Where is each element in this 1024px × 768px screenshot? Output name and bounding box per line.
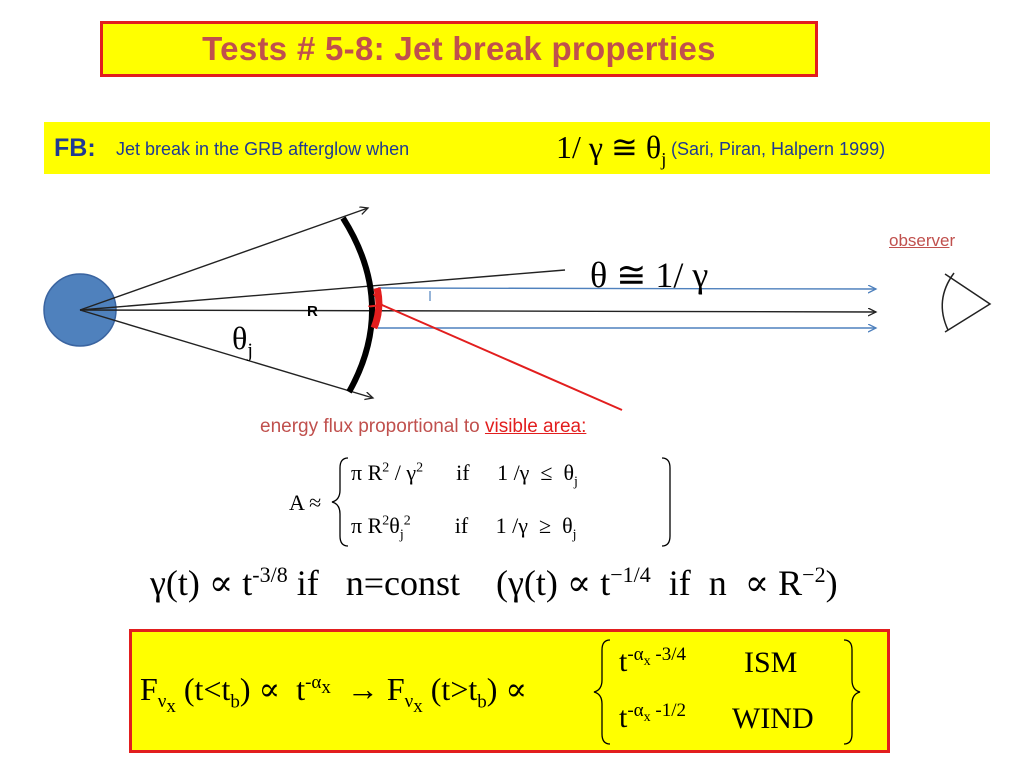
flux-scaling-box: Fνx (t<tb) ∝ t-αx → Fνx (t>tb) ∝ t-αx -3… (129, 629, 890, 753)
flux-caption-link: visible area: (484, 416, 587, 437)
case1-c: if 1 /γ ≤ θ (423, 460, 575, 485)
case1-a: π R (351, 460, 383, 485)
theta-j-label: θj (232, 320, 253, 362)
flux-lhs-a: (t<t (175, 671, 231, 707)
observer-eye-lid (941, 272, 955, 331)
wind-sup-tail: -1/2 (650, 700, 686, 721)
theta-ray-line (79, 269, 566, 311)
flux-lhs-sup: -α (305, 672, 322, 694)
flux-arrow-nu: ν (404, 691, 414, 713)
observer-eye-icon (944, 273, 992, 333)
flux-rhs-c: ) ∝ (486, 671, 528, 707)
observer-label-tail: r (949, 231, 956, 250)
flux-brace-right (843, 639, 861, 745)
case2-c: if 1 /γ ≥ θ (410, 513, 573, 538)
flux-lhs: Fνx (t<tb) ∝ t-αx → Fνx (t>tb) ∝ (140, 670, 527, 718)
flux-caption: energy flux proportional to visible area… (260, 416, 586, 438)
case1-sub: j (574, 474, 578, 490)
case1-sup1: 2 (382, 460, 390, 476)
ism-sup: -α (627, 644, 644, 665)
fb-text: Jet break in the GRB afterglow when (116, 139, 410, 159)
flux-x: x (166, 696, 176, 718)
fb-label: FB: (54, 134, 96, 162)
ism-label: ISM (744, 646, 798, 679)
flux-f: F (140, 671, 158, 707)
wind-label: WIND (732, 702, 814, 735)
flux-pointer-arrow (382, 305, 623, 411)
observer-label: observer (889, 231, 955, 251)
flux-nu: ν (157, 691, 167, 713)
wind-t: t (619, 701, 628, 734)
ism-sup-x: x (643, 653, 651, 669)
case2-sub1: j (399, 527, 404, 543)
fb-reference: (Sari, Piran, Halpern 1999) (671, 139, 886, 159)
theta-equation: θ ≅ 1/ γ (590, 255, 709, 295)
theta-j-sub: j (247, 339, 253, 362)
flux-lhs-c: ) ∝ t (239, 671, 306, 707)
case2-a: π R (351, 513, 383, 538)
radius-label: R (307, 303, 318, 320)
theta-j-symbol: θ (232, 320, 248, 356)
flux-lhs-sup-x: x (321, 677, 331, 699)
case2-sup2: 2 (403, 513, 411, 529)
gamma-a: γ(t) ∝ t (150, 563, 253, 603)
wind-sup: -α (627, 700, 644, 721)
area-case-2: π R2θj2 if 1 /γ ≥ θj (351, 513, 577, 543)
ism-sup-tail: -3/4 (650, 644, 686, 665)
gamma-d: ) (825, 563, 838, 603)
case2-b: θ (389, 513, 400, 538)
flux-arrow: → F (330, 671, 405, 707)
ism-t: t (619, 645, 628, 678)
line-of-sight-arrow (79, 310, 876, 312)
area-lhs: A ≈ (289, 490, 322, 515)
jet-edge-upper-arrow (79, 208, 368, 311)
area-brace-left (331, 457, 349, 547)
gamma-a-sup: -3/8 (252, 562, 288, 587)
case2-sub2: j (572, 527, 577, 543)
case1-b: / γ (389, 460, 417, 485)
flux-brace (593, 639, 861, 745)
slide-title: Tests # 5-8: Jet break properties (202, 30, 716, 67)
gamma-b: if n=const (γ(t) ∝ t (287, 563, 611, 603)
wind-sup-x: x (643, 709, 651, 725)
flux-brace-left (593, 639, 611, 745)
gamma-b-sup: −1/4 (610, 562, 651, 587)
title-box: Tests # 5-8: Jet break properties (100, 21, 818, 77)
jet-edge-lower-arrow (79, 309, 373, 398)
beam-upper-arrow (377, 288, 876, 289)
fb-equation-main: 1/ γ ≅ θ (556, 129, 662, 165)
flux-caption-text: energy flux proportional to (260, 416, 485, 437)
gamma-c-sup: −2 (802, 562, 826, 587)
flux-rhs-b: b (477, 691, 487, 713)
area-brace-right (661, 457, 671, 547)
fb-equation-sub: j (661, 149, 667, 171)
observer-label-main: observe (889, 231, 950, 250)
case1-sup2: 2 (416, 460, 424, 476)
gamma-c: if n ∝ R (650, 563, 803, 603)
visible-patch-highlight (370, 287, 383, 330)
flux-ism-term: t-αx -3/4 (619, 644, 686, 679)
flux-arrow-x: x (413, 696, 423, 718)
fb-equation: 1/ γ ≅ θj (556, 128, 666, 171)
flux-wind-term: t-αx -1/2 (619, 700, 686, 735)
case2-sup1: 2 (382, 513, 390, 529)
shock-front-arc (340, 216, 375, 394)
flux-rhs-a: (t>t (422, 671, 478, 707)
gamma-scaling-equation: γ(t) ∝ t-3/8 if n=const (γ(t) ∝ t−1/4 if… (150, 562, 838, 604)
flux-lhs-b: b (230, 691, 240, 713)
fb-statement-band: FB: Jet break in the GRB afterglow when … (44, 122, 990, 174)
area-case-1: π R2 / γ2 if 1 /γ ≤ θj (351, 460, 578, 490)
